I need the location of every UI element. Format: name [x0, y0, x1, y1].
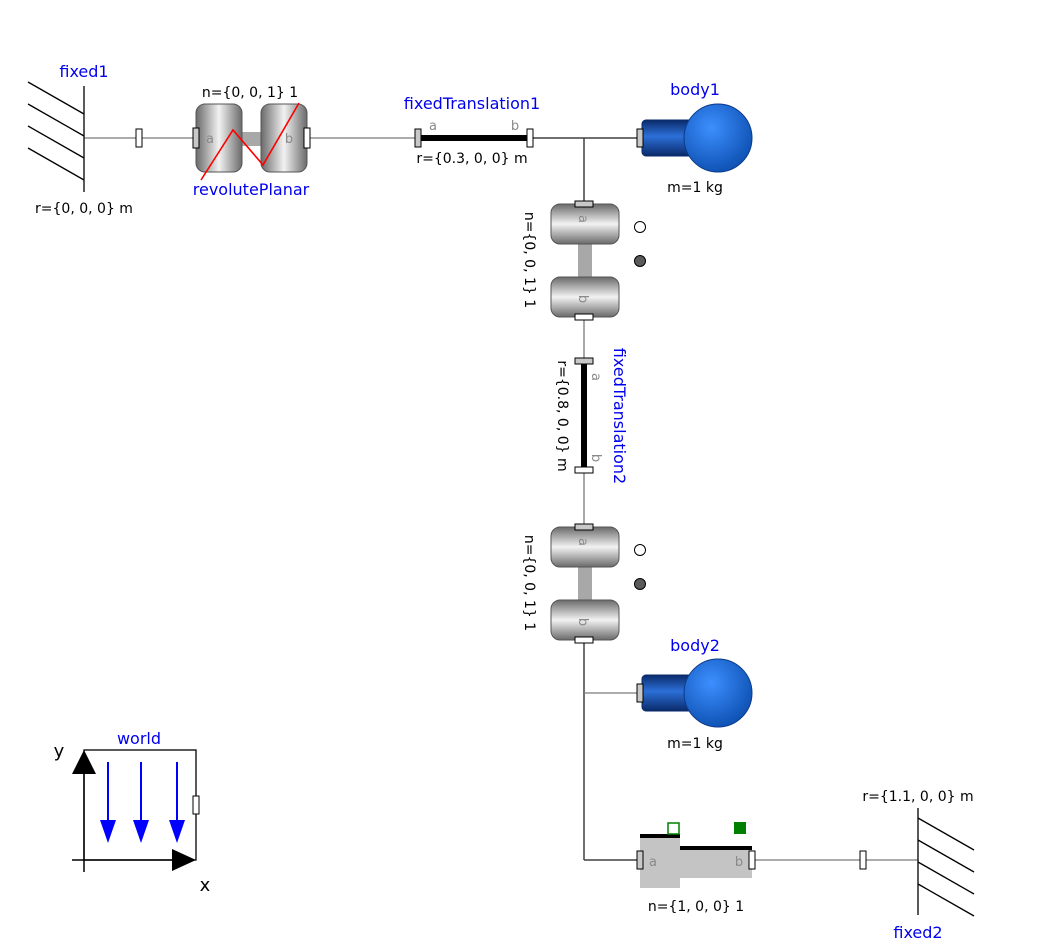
revolute2-port-a-label: a	[575, 538, 590, 546]
body1-component[interactable]: body1 m=1 kg	[636, 80, 753, 196]
prismatic-port-b[interactable]	[748, 850, 756, 870]
revolute-planar-component[interactable]: a b n={0, 0, 1} 1 revolutePlanar	[192, 85, 311, 199]
revolute-planar-name: revolutePlanar	[193, 180, 310, 199]
revolute1-axle	[578, 242, 592, 282]
fixed1-param: r={0, 0, 0} m	[35, 201, 133, 217]
world-y-axis-label: y	[54, 741, 65, 762]
prismatic-port-b-label: b	[735, 855, 743, 870]
revolute-planar-cylinder-a	[195, 103, 243, 173]
revolute1-component[interactable]: a b n={0, 0, 1} 1	[521, 200, 646, 321]
revolute2-port-b[interactable]	[574, 636, 594, 644]
body2-component[interactable]: body2 m=1 kg	[636, 636, 753, 752]
revolute1-cylinder-a	[550, 203, 620, 245]
body1-name: body1	[670, 80, 720, 99]
fixed2-param: r={1.1, 0, 0} m	[862, 789, 973, 805]
fixed2-component[interactable]: r={1.1, 0, 0} m fixed2	[859, 789, 975, 942]
prismatic-component[interactable]: a b n={1, 0, 0} 1	[636, 822, 756, 915]
body1-port[interactable]	[636, 128, 644, 148]
prismatic-filled-flag	[734, 822, 746, 834]
revolute1-port-b-label: b	[575, 295, 590, 303]
revolute1-filled-indicator	[634, 255, 646, 267]
revolute-planar-port-a[interactable]	[192, 127, 200, 149]
revolute2-port-a[interactable]	[574, 523, 594, 531]
prismatic-port-a[interactable]	[636, 850, 644, 870]
fixed1-hatch	[27, 81, 85, 181]
fixed2-hatch	[917, 817, 975, 917]
fixed1-name: fixed1	[59, 62, 108, 81]
revolute1-port-b[interactable]	[574, 313, 594, 321]
fixed-translation1-param: r={0.3, 0, 0} m	[416, 151, 527, 167]
prismatic-open-flag	[667, 822, 680, 835]
fixed-translation2-param: r={0.8, 0, 0} m	[554, 360, 570, 471]
revolute2-param: n={0, 0, 1} 1	[521, 535, 537, 631]
body1-param: m=1 kg	[667, 180, 723, 196]
world-name: world	[117, 729, 161, 748]
gravity-arrow-icon	[133, 820, 149, 843]
world-frame-port[interactable]	[192, 795, 200, 815]
fixed2-name: fixed2	[893, 923, 942, 942]
revolute-planar-param: n={0, 0, 1} 1	[202, 85, 298, 101]
revolute2-open-indicator	[634, 544, 646, 556]
world-x-arrow-icon	[172, 849, 196, 871]
fixed1-frame-port[interactable]	[135, 128, 143, 148]
revolute-planar-port-b-label: b	[285, 132, 293, 147]
world-y-arrow-icon	[72, 750, 96, 774]
revolute1-port-a[interactable]	[574, 200, 594, 208]
body2-name: body2	[670, 636, 720, 655]
fixed-translation1-name: fixedTranslation1	[404, 94, 540, 113]
fixed-translation1-port-a[interactable]	[414, 128, 422, 148]
fixed-translation2-port-b[interactable]	[574, 466, 594, 474]
fixed-translation2-port-a-label: a	[588, 373, 603, 381]
fixed-translation1-port-a-label: a	[429, 119, 437, 134]
revolute2-axle	[578, 565, 592, 605]
gravity-arrow-icon	[169, 820, 185, 843]
world-gravity-arrows	[100, 762, 185, 843]
prismatic-param: n={1, 0, 0} 1	[648, 899, 744, 915]
revolute1-open-indicator	[634, 221, 646, 233]
revolute2-cylinder-a	[550, 526, 620, 568]
world-x-axis-label: x	[200, 875, 211, 896]
fixed-translation2-name: fixedTranslation2	[610, 348, 629, 484]
prismatic-housing	[640, 836, 680, 888]
fixed1-component[interactable]: fixed1 r={0, 0, 0} m	[27, 62, 143, 217]
connection-wires	[84, 137, 918, 861]
revolute-planar-port-b[interactable]	[303, 127, 311, 149]
revolute1-port-a-label: a	[575, 215, 590, 223]
fixed-translation2-port-a[interactable]	[574, 357, 594, 365]
fixed-translation2-port-b-label: b	[588, 454, 603, 462]
prismatic-slider	[680, 848, 752, 878]
body1-sphere	[683, 103, 753, 173]
fixed2-frame-port[interactable]	[859, 850, 867, 870]
body2-param: m=1 kg	[667, 736, 723, 752]
fixed-translation2-component[interactable]: a b fixedTranslation2 r={0.8, 0, 0} m	[554, 348, 629, 484]
world-component[interactable]: world y x	[54, 729, 211, 896]
gravity-arrow-icon	[100, 820, 116, 843]
fixed-translation1-port-b[interactable]	[526, 128, 534, 148]
revolute2-filled-indicator	[634, 578, 646, 590]
revolute-planar-port-a-label: a	[206, 132, 214, 147]
body2-port[interactable]	[636, 683, 644, 703]
body2-sphere	[683, 658, 753, 728]
fixed-translation1-component[interactable]: a b fixedTranslation1 r={0.3, 0, 0} m	[404, 94, 540, 167]
revolute2-component[interactable]: a b n={0, 0, 1} 1	[521, 523, 646, 644]
revolute1-param: n={0, 0, 1} 1	[521, 212, 537, 308]
prismatic-port-a-label: a	[649, 855, 657, 870]
fixed-translation1-port-b-label: b	[511, 119, 519, 134]
revolute-planar-red-line	[200, 102, 300, 181]
revolute2-port-b-label: b	[575, 618, 590, 626]
revolute-planar-axle	[240, 132, 262, 146]
